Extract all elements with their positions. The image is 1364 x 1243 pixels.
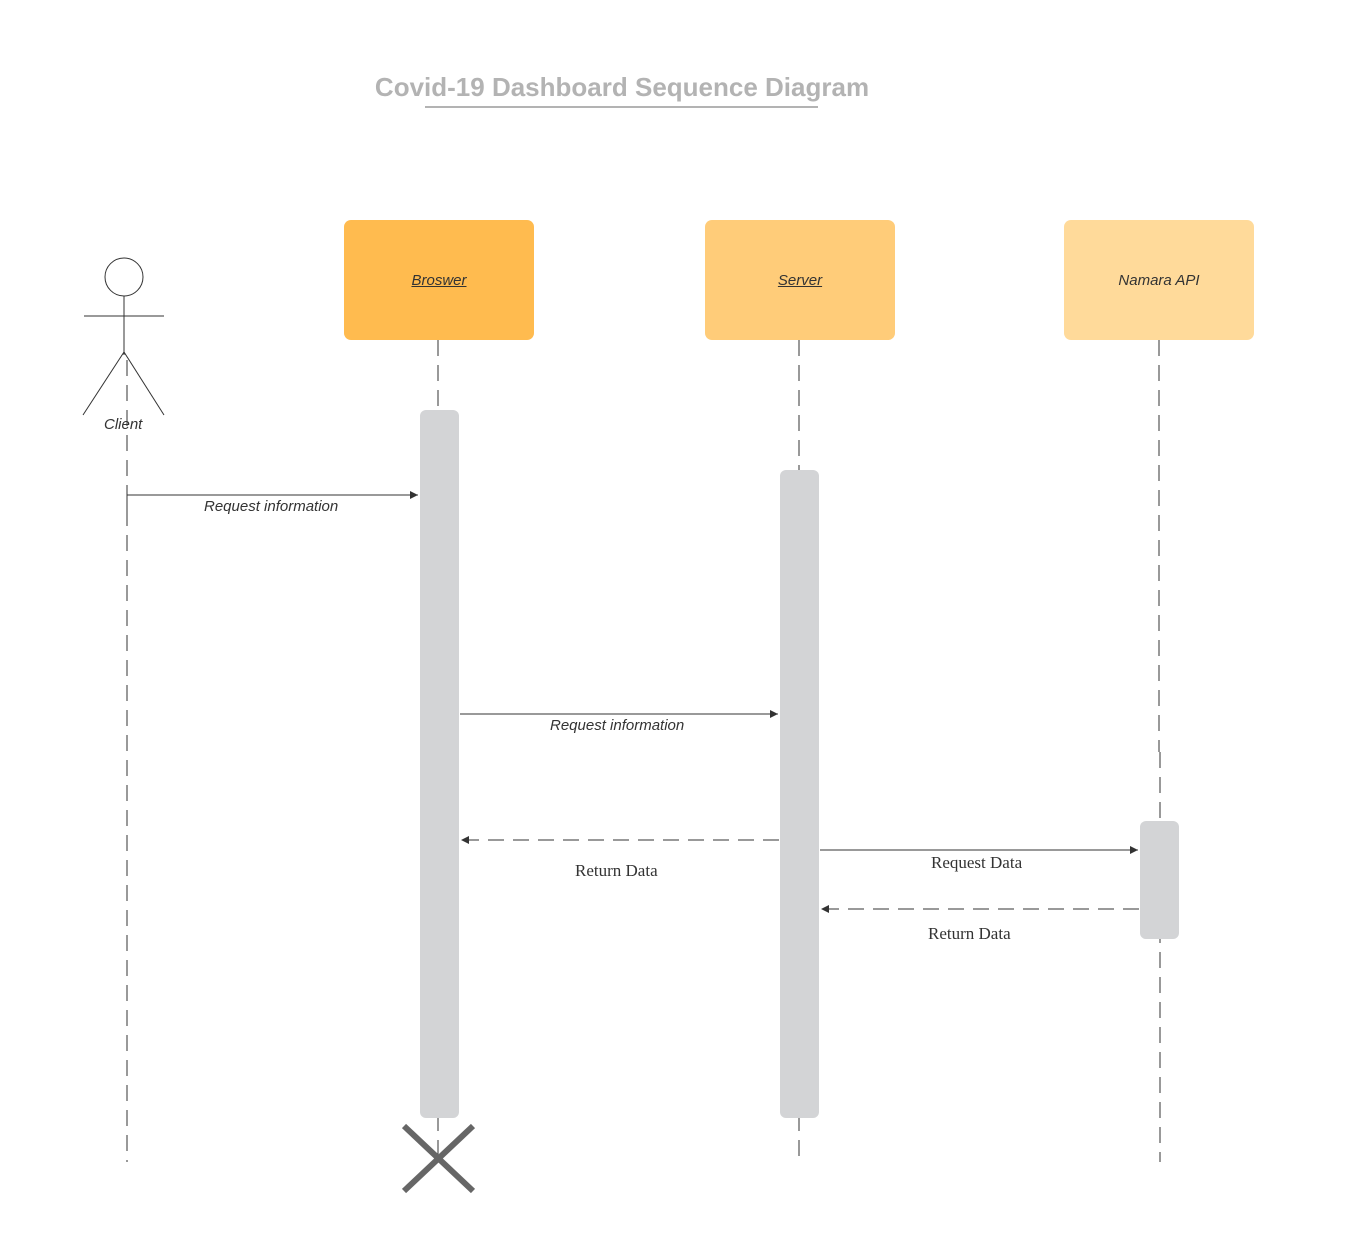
message-label-client-to-browser: Request information [204, 498, 339, 515]
namara-activation-bar[interactable] [1140, 821, 1179, 939]
destroy-icon [401, 1123, 476, 1194]
participant-browser-label: Broswer [411, 271, 467, 289]
title-underline [425, 106, 818, 108]
actor-label: Client [104, 416, 143, 433]
participant-browser[interactable]: Broswer [344, 220, 534, 340]
message-arrow-client-to-browser[interactable] [126, 491, 418, 510]
browser-activation-bar[interactable] [420, 410, 459, 1118]
client-actor-icon[interactable] [82, 257, 165, 416]
return-label-namara-to-server: Return Data [928, 924, 1011, 943]
message-label-server-to-namara: Request Data [931, 853, 1023, 872]
participant-server-label: Server [777, 271, 823, 289]
message-label-browser-to-server: Request information [550, 717, 685, 734]
participant-namara-api[interactable]: Namara API [1064, 220, 1254, 340]
return-label-server-to-browser: Return Data [575, 861, 658, 880]
diagram-title: Covid-19 Dashboard Sequence Diagram [374, 72, 870, 102]
participant-server[interactable]: Server [705, 220, 895, 340]
participant-namara-api-label: Namara API [1118, 271, 1200, 289]
server-activation-bar[interactable] [780, 470, 819, 1118]
